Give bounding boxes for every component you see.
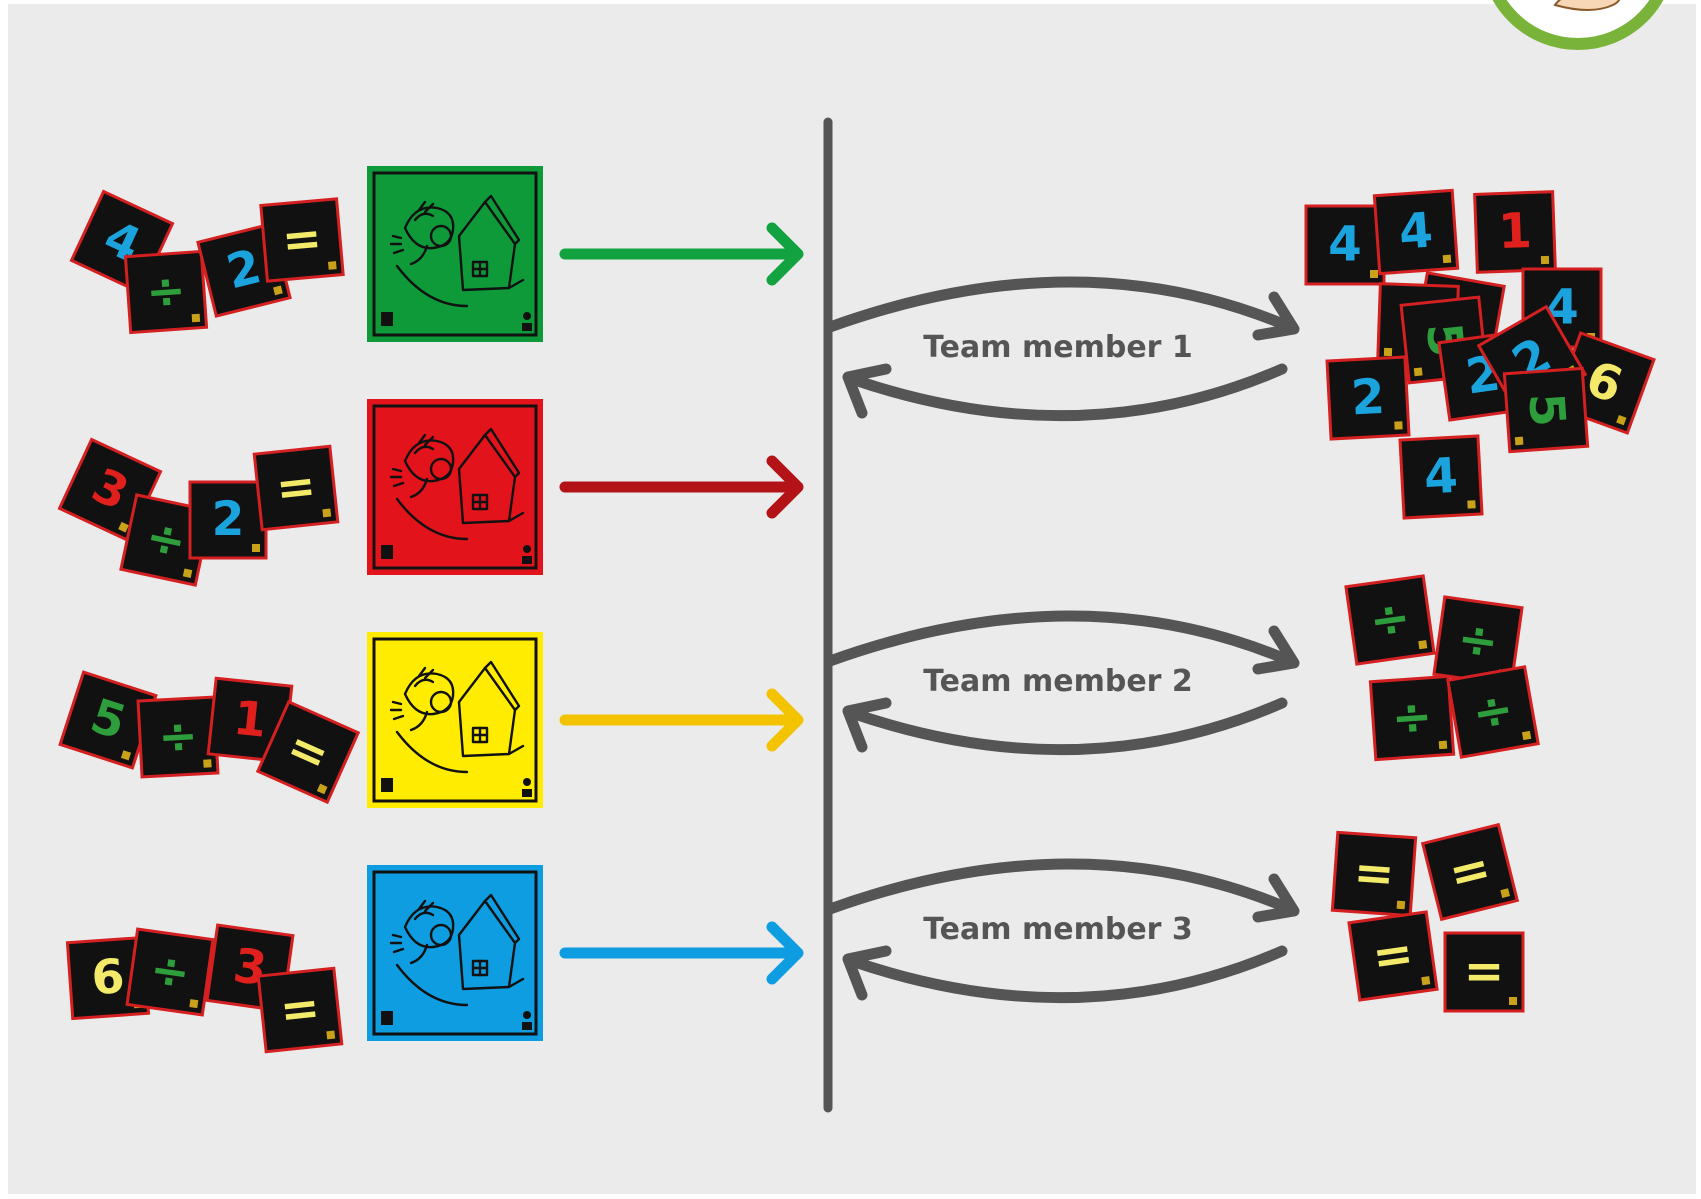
number-card-pile: 4415345262254 xyxy=(1304,188,1656,520)
pile-divide-card: ÷ xyxy=(1368,674,1456,762)
board-square xyxy=(367,865,543,1041)
divide-card-pile: ÷ ÷ ÷ ÷ xyxy=(1344,574,1540,762)
row-1: 4÷2= xyxy=(69,166,804,342)
equation-card: = xyxy=(255,699,361,805)
row-3: 5÷ 1= xyxy=(58,632,804,808)
card-symbol: ÷ xyxy=(1366,589,1414,650)
team-member-3-loop: Team member 3 xyxy=(824,858,1300,1004)
team-member-2-loop: Team member 2 xyxy=(824,610,1300,756)
row-arrow xyxy=(559,455,804,519)
row-arrow xyxy=(559,921,804,985)
row-arrow xyxy=(559,688,804,752)
card-symbol: 5 xyxy=(1517,391,1575,428)
mouse-house-icon xyxy=(389,194,525,308)
card-symbol: 1 xyxy=(231,691,269,749)
pile-equals-card: = xyxy=(1347,910,1439,1002)
board-square xyxy=(367,399,543,575)
row-4: 6÷3= xyxy=(65,865,804,1054)
equation-card: ÷ xyxy=(125,927,215,1017)
pile-number-card: 5 xyxy=(1502,366,1590,454)
pile-number-card: 4 xyxy=(1372,188,1460,276)
equation-card: = xyxy=(256,966,344,1054)
pile-equals-card: = xyxy=(1420,822,1520,922)
board-square xyxy=(367,632,543,808)
mouse-house-icon xyxy=(389,893,525,1007)
mouse-house-icon xyxy=(389,427,525,541)
pile-number-card: 1 xyxy=(1473,190,1557,274)
pile-divide-card: ÷ xyxy=(1344,574,1436,666)
card-symbol: = xyxy=(1352,844,1396,903)
equals-card-pile: ==== xyxy=(1330,822,1525,1013)
card-symbol: 4 xyxy=(1328,217,1362,273)
pile-number-card: 4 xyxy=(1304,204,1386,286)
card-symbol: = xyxy=(1369,925,1417,986)
card-symbol: ÷ xyxy=(1468,681,1518,743)
row-2: 3÷2= xyxy=(57,399,804,587)
team-member-label: Team member 1 xyxy=(923,330,1193,365)
team-member-label: Team member 2 xyxy=(923,664,1193,699)
card-symbol: 2 xyxy=(1350,369,1387,427)
board-square xyxy=(367,166,543,342)
equation-card: ÷ xyxy=(123,249,209,335)
card-symbol: 6 xyxy=(90,949,127,1006)
card-symbol: ÷ xyxy=(157,708,199,765)
pile-number-card: 2 xyxy=(1325,355,1411,441)
team-member-label: Team member 3 xyxy=(923,912,1193,947)
card-symbol: ÷ xyxy=(144,263,187,321)
card-symbol: 4 xyxy=(1423,448,1460,506)
card-symbol: ÷ xyxy=(1390,688,1434,747)
pile-divide-card: ÷ xyxy=(1446,665,1540,759)
equation-card: = xyxy=(252,444,340,532)
card-symbol: = xyxy=(273,458,318,517)
equation-card: 5 xyxy=(58,670,158,770)
equation-card: 2 xyxy=(188,480,268,560)
pile-number-card: 4 xyxy=(1398,434,1484,520)
pile-equals-card: = xyxy=(1443,931,1525,1013)
card-symbol: = xyxy=(1464,944,1505,1000)
row-arrow xyxy=(559,222,804,286)
card-symbol: = xyxy=(277,980,322,1039)
pile-equals-card: = xyxy=(1330,830,1418,918)
card-symbol: 1 xyxy=(1497,203,1533,260)
card-symbol: ÷ xyxy=(147,942,194,1002)
mouse-house-icon xyxy=(389,660,525,774)
card-symbol: = xyxy=(280,211,324,269)
team-member-1-loop: Team member 1 xyxy=(824,276,1300,422)
card-symbol: 2 xyxy=(212,492,245,547)
card-symbol: 4 xyxy=(1397,202,1434,260)
equation-card: = xyxy=(259,197,345,283)
equation-card: ÷ xyxy=(136,695,220,779)
card-symbol: ÷ xyxy=(1454,610,1502,671)
feet-badge-icon xyxy=(1492,0,1664,50)
